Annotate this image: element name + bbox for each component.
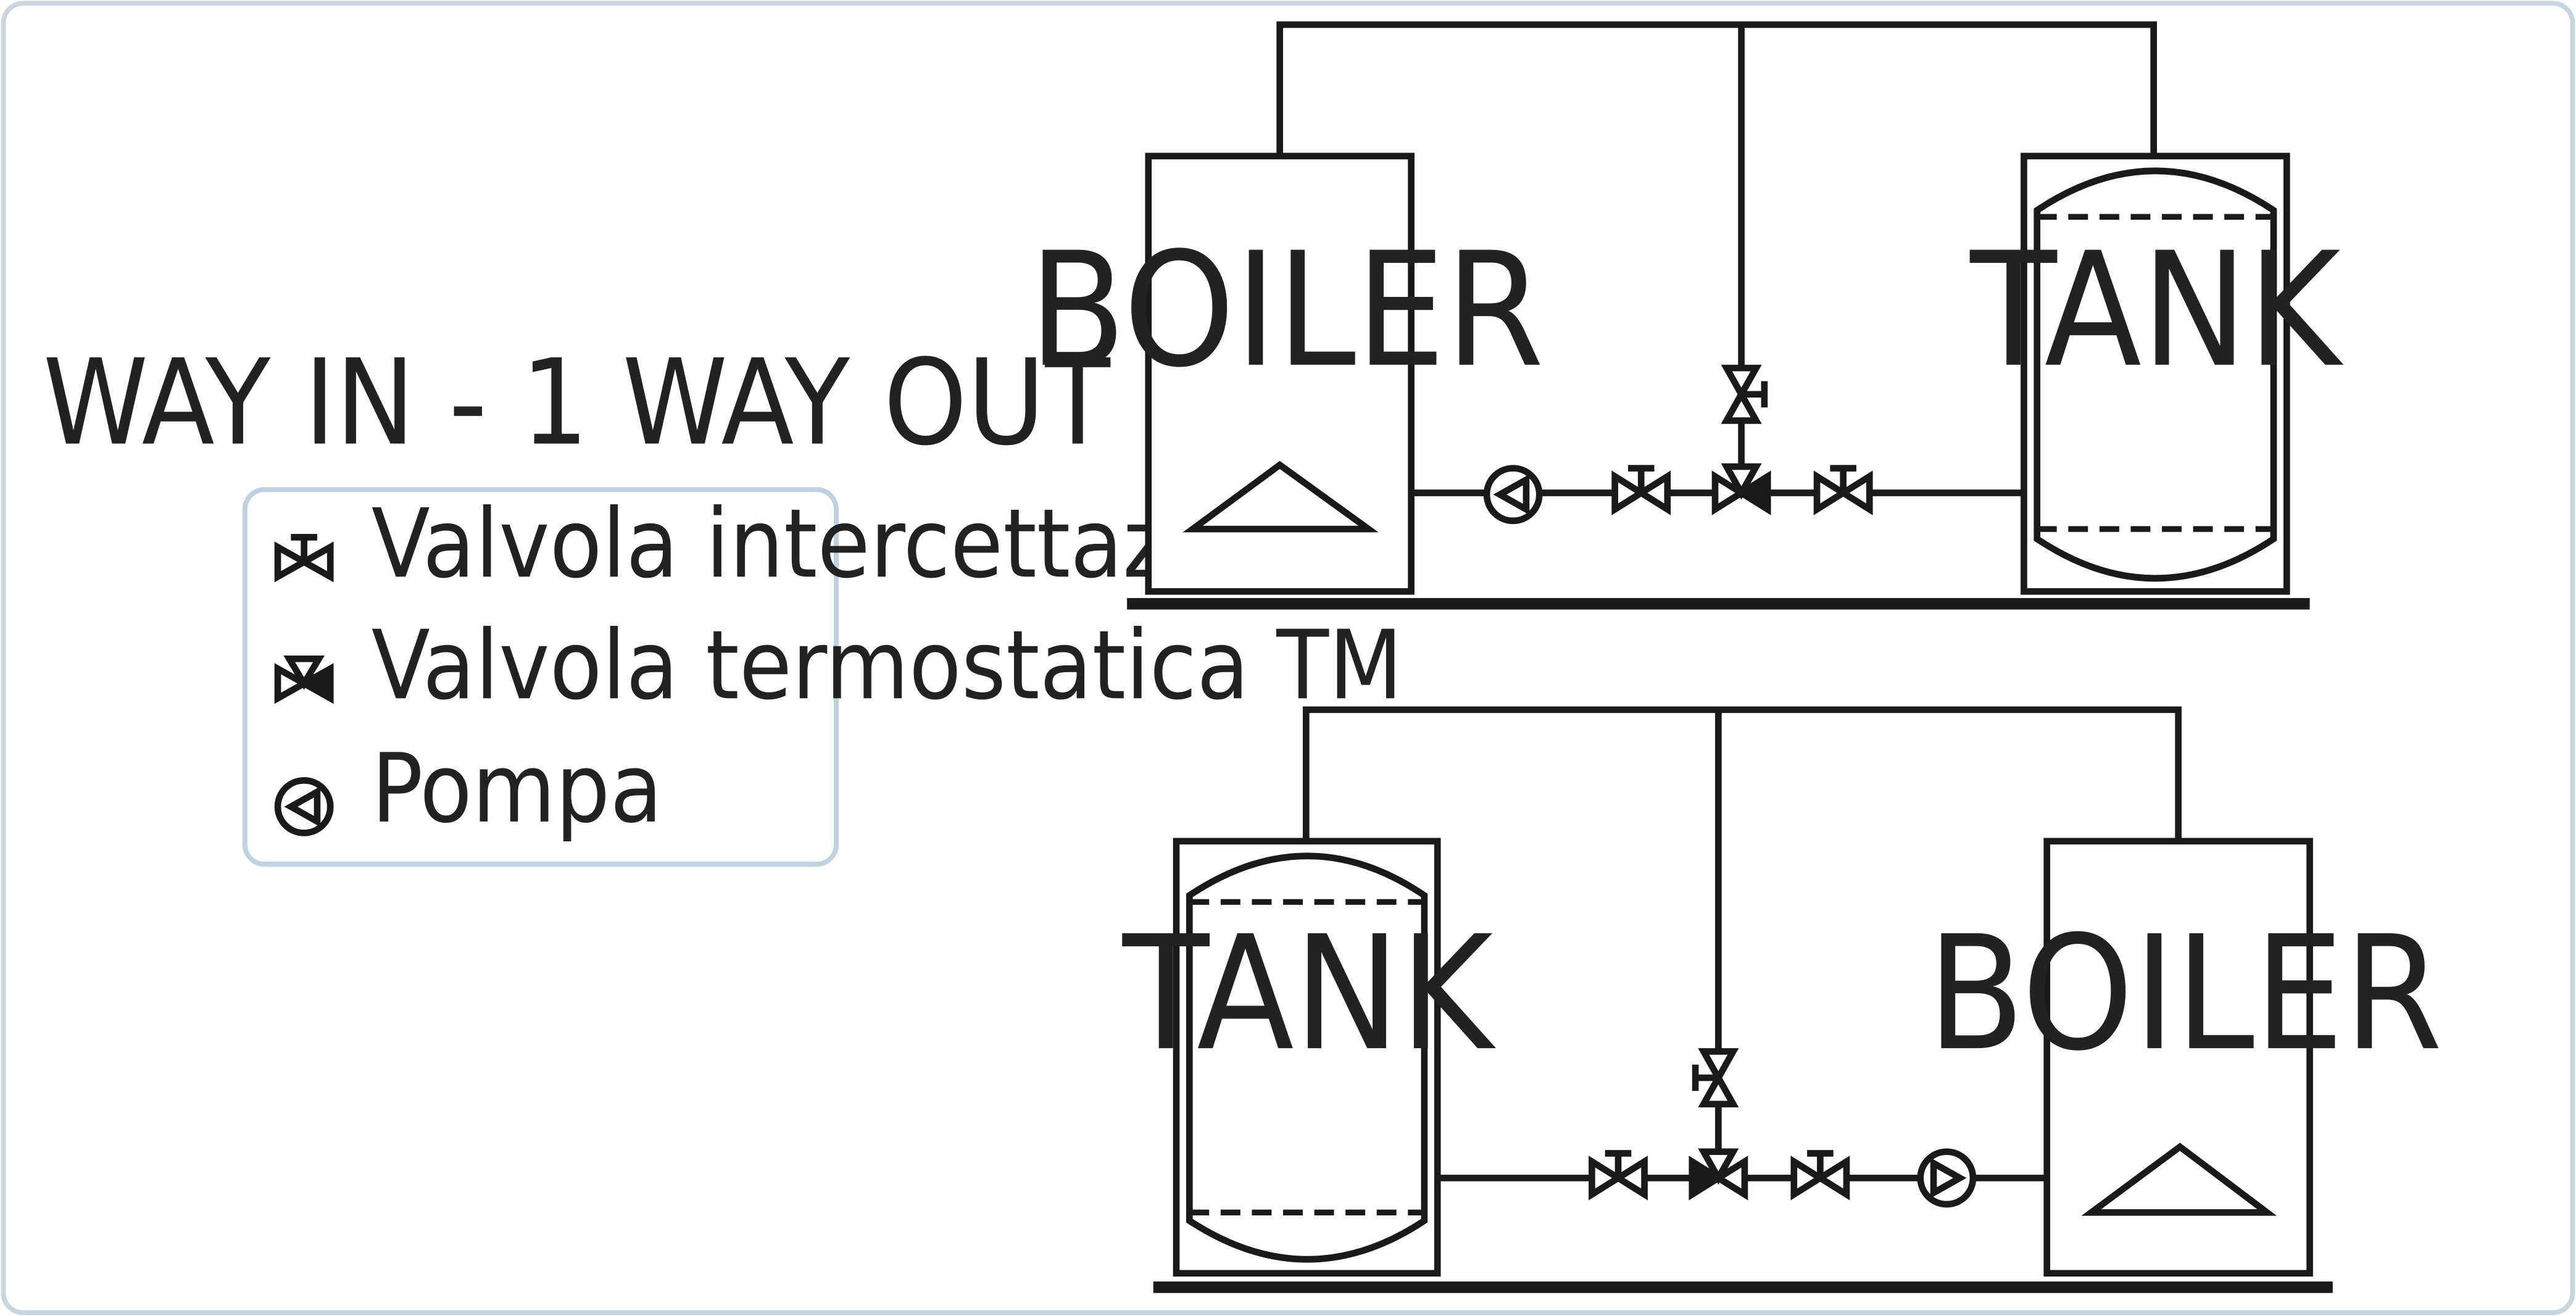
pump-icon bbox=[274, 777, 334, 836]
bottom-burner-icon bbox=[2081, 1143, 2277, 1216]
top-tank-vessel bbox=[2034, 167, 2277, 582]
legend-label-pump: Pompa bbox=[372, 734, 663, 844]
legend-box bbox=[242, 487, 839, 867]
top-boiler-label: BOILER bbox=[1029, 219, 1544, 402]
legend: Valvola intercettazione Valvola termosta… bbox=[242, 487, 1403, 867]
shutoff-valve-icon bbox=[274, 534, 334, 583]
top-supply-pipe bbox=[1276, 21, 2158, 156]
top-diagram: BOILER TANK bbox=[1029, 21, 2344, 610]
bottom-tank-vessel bbox=[1186, 852, 1428, 1263]
bottom-tank bbox=[1173, 838, 1441, 1277]
top-burner-icon bbox=[1182, 460, 1379, 533]
bottom-tank-label: TANK bbox=[1122, 902, 1497, 1086]
bottom-diagram: TANK BOILER bbox=[1122, 706, 2443, 1293]
thermostatic-valve-icon bbox=[274, 656, 334, 704]
diagram-title: 2 WAY IN - 1 WAY OUT bbox=[0, 335, 1110, 472]
top-pump-icon bbox=[1483, 465, 1543, 525]
bottom-boiler-label: BOILER bbox=[1927, 902, 2443, 1086]
top-floor bbox=[1127, 598, 2310, 610]
bottom-floor bbox=[1153, 1281, 2333, 1293]
legend-label-thermostatic: Valvola termostatica TM bbox=[372, 610, 1403, 721]
top-tank bbox=[2021, 152, 2290, 595]
bottom-pump-icon bbox=[1917, 1148, 1977, 1208]
bottom-supply-pipe bbox=[1302, 706, 2182, 841]
bottom-thermostatic-valve-icon bbox=[1689, 1148, 1748, 1201]
top-tank-label: TANK bbox=[1969, 219, 2344, 402]
